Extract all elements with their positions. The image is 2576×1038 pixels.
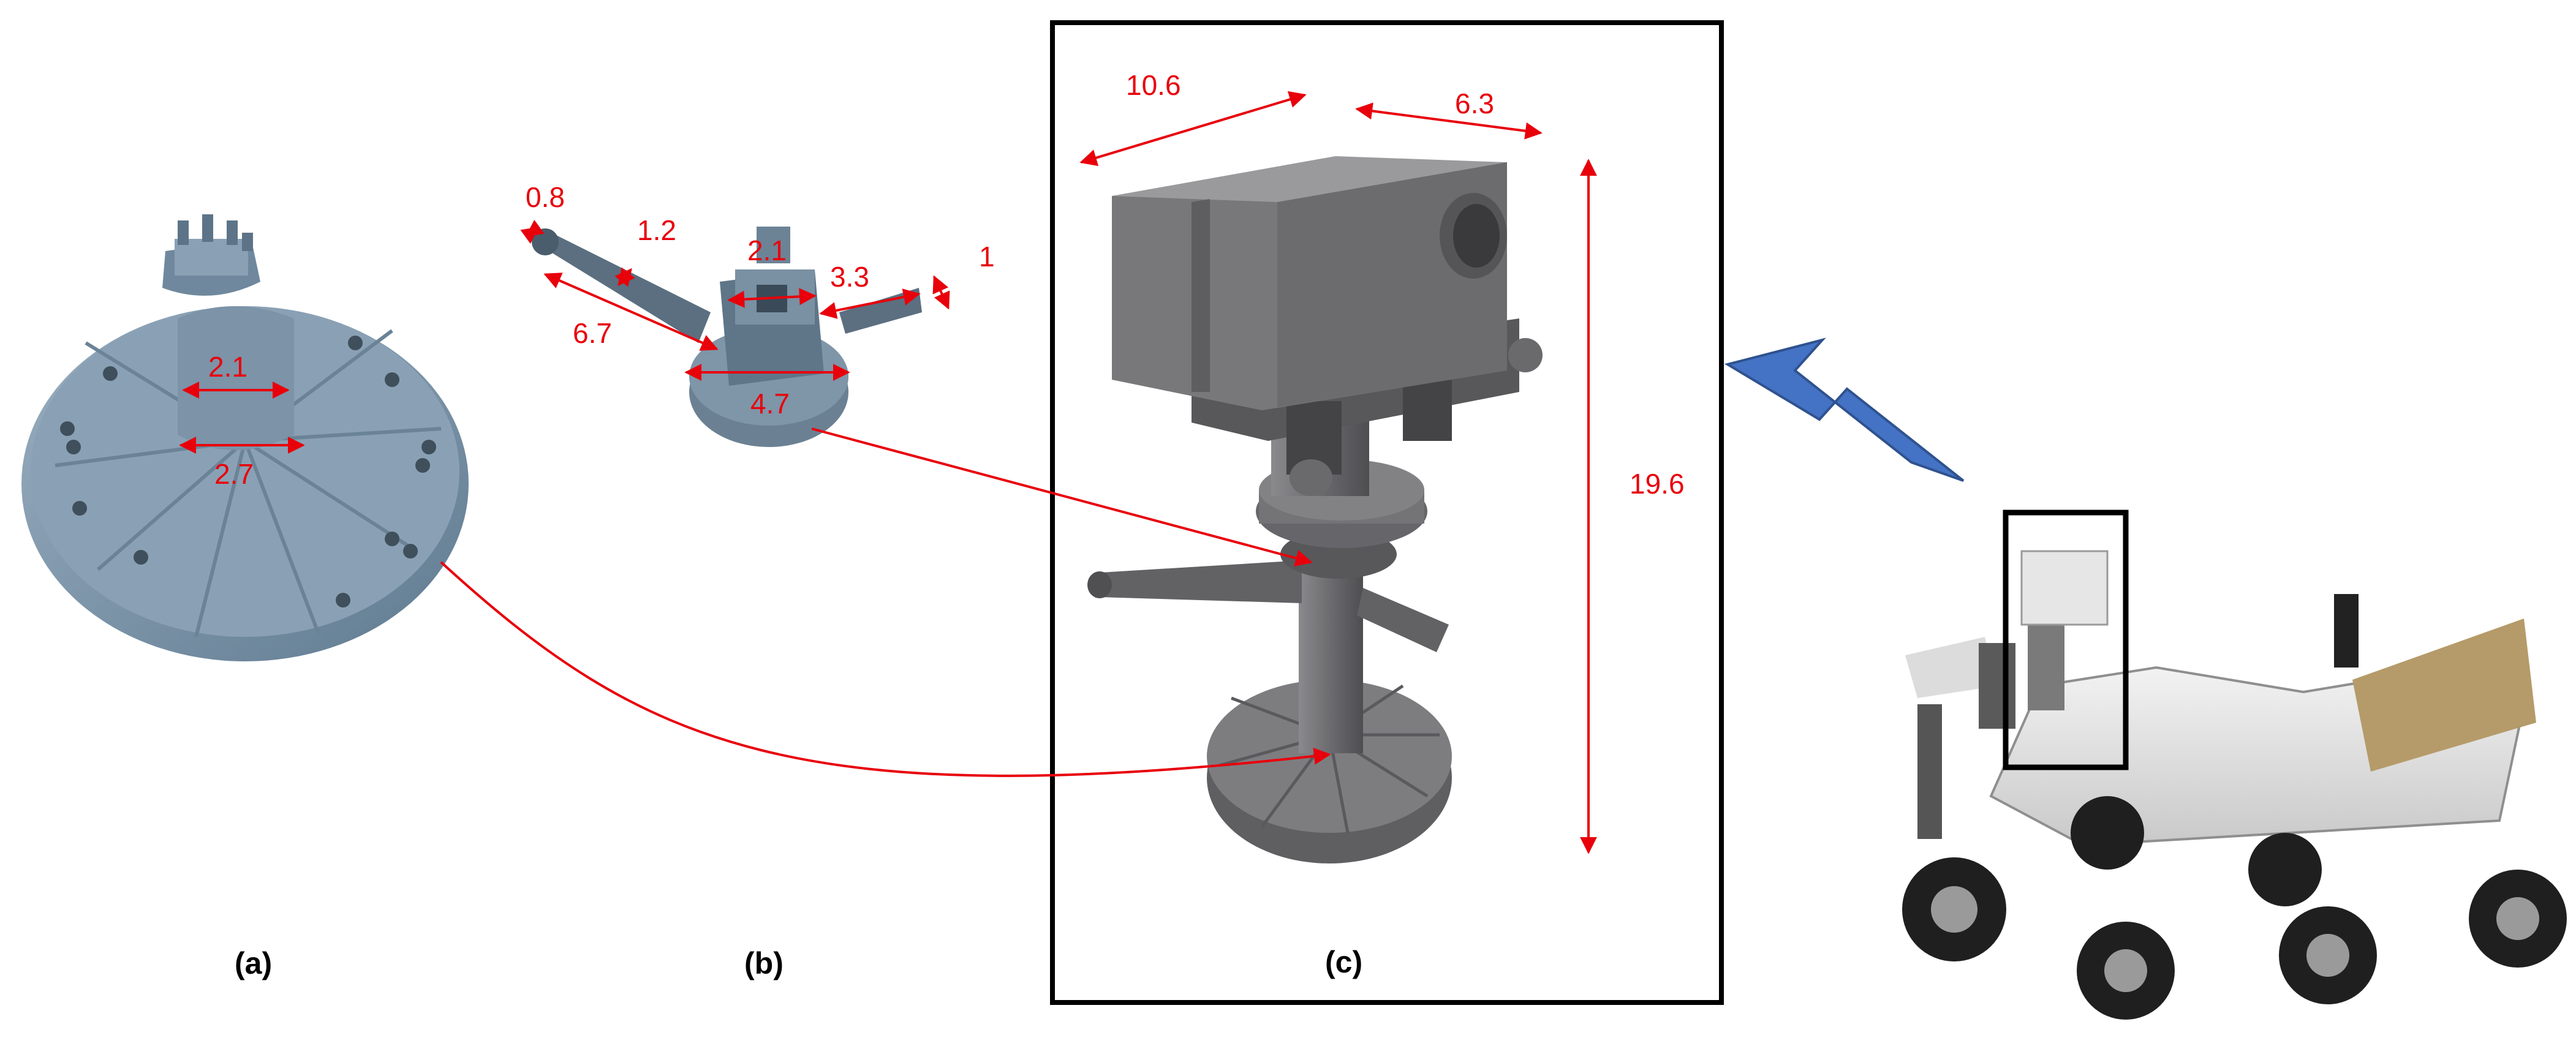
connector-b-to-c <box>811 427 1313 567</box>
dim-label-b-tip: 0.8 <box>526 181 565 213</box>
connector-a-to-c <box>440 561 1331 777</box>
dim-label-b-base: 4.7 <box>750 388 790 419</box>
panel-label-c: (c) <box>1325 945 1362 979</box>
panel-c-frame <box>1050 20 1724 1005</box>
dim-label-b-arm-left: 6.7 <box>573 317 612 349</box>
dim-label-b-arm-right: 3.3 <box>830 261 869 293</box>
dim-label-a-upper: 2.1 <box>208 351 247 383</box>
dim-label-b-arm-height: 1 <box>979 241 995 273</box>
dim-label-c-height: 19.6 <box>1630 468 1685 500</box>
panel-label-a: (a) <box>235 946 272 980</box>
dimension-lines <box>179 91 1597 854</box>
dim-label-b-arm-thickness: 1.2 <box>637 214 676 246</box>
dim-label-c-width: 10.6 <box>1126 69 1181 101</box>
part-a-base-illustration <box>21 214 469 661</box>
dim-label-a-lower: 2.7 <box>214 458 254 490</box>
rover-illustration <box>1902 510 2567 1020</box>
dim-label-c-depth: 6.3 <box>1455 88 1494 119</box>
dim-label-b-socket: 2.1 <box>747 235 787 266</box>
panel-label-b: (b) <box>744 946 784 980</box>
assembled-mast-illustration <box>1087 156 1543 863</box>
rover-highlight-box <box>2003 510 2129 770</box>
big-blue-arrow <box>1724 337 1965 482</box>
